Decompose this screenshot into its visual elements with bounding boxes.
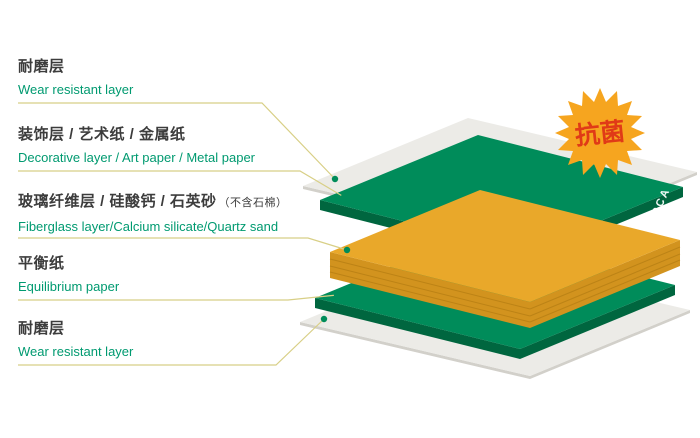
label-core-zh-main: 玻璃纤维层 / 硅酸钙 / 石英砂 [18,193,217,210]
label-wear-bottom: 耐磨层 Wear resistant layer [18,319,328,360]
leader-line-wear-bottom [18,318,325,366]
label-core-en: Fiberglass layer/Calcium silicate/Quartz… [18,219,279,234]
label-wear-bottom-zh: 耐磨层 [18,320,65,337]
label-equilibrium: 平衡纸 Equilibrium paper [18,254,328,295]
antibacterial-badge: 抗菌 [555,88,645,178]
label-wear-bottom-en: Wear resistant layer [18,344,134,359]
core-sheet-line [529,259,681,323]
leader-dot-equilibrium [333,291,341,299]
core-sheet-line [329,258,531,310]
label-equilibrium-en: Equilibrium paper [18,279,120,294]
core-sheet-line [329,271,531,323]
leader-lines [18,102,351,366]
label-core-zh: 玻璃纤维层 / 硅酸钙 / 石英砂（不含石棉） [18,192,328,213]
label-equilibrium-zh: 平衡纸 [18,255,65,272]
equilibrium-left-edge [315,298,520,359]
wear-bottom-right-edge [530,310,690,379]
leader-dot-wear-top [331,175,339,183]
layer-core [329,190,681,328]
leader-dot-core [343,246,351,254]
label-core: 玻璃纤维层 / 硅酸钙 / 石英砂（不含石棉） Fiberglass layer… [18,192,328,235]
leader-dot-decorative [340,193,348,201]
core-sheet-line [529,253,681,317]
leader-line-equilibrium [18,294,338,301]
leader-dot-wear-bottom [320,315,328,323]
label-wear-top: 耐磨层 Wear resistant layer [18,57,328,98]
label-decorative-zh: 装饰层 / 艺术纸 / 金属纸 [18,126,186,143]
label-wear-top-zh: 耐磨层 [18,58,65,75]
starburst-shape [555,88,645,178]
badge-text: 抗菌 [574,116,627,150]
label-decorative-en: Decorative layer / Art paper / Metal pap… [18,150,256,165]
label-core-zh-note: （不含石棉） [218,197,288,209]
core-sheet-line [529,246,681,310]
leader-line-wear-top [18,102,336,180]
equilibrium-right-edge [520,285,675,359]
leader-line-decorative [18,170,345,198]
core-face [330,190,680,302]
wear-bottom-left-edge [300,322,530,379]
label-decorative: 装饰层 / 艺术纸 / 金属纸 Decorative layer / Art p… [18,125,328,166]
label-wear-top-en: Wear resistant layer [18,82,134,97]
core-sheet-line [329,265,531,317]
leader-line-core [18,237,348,251]
